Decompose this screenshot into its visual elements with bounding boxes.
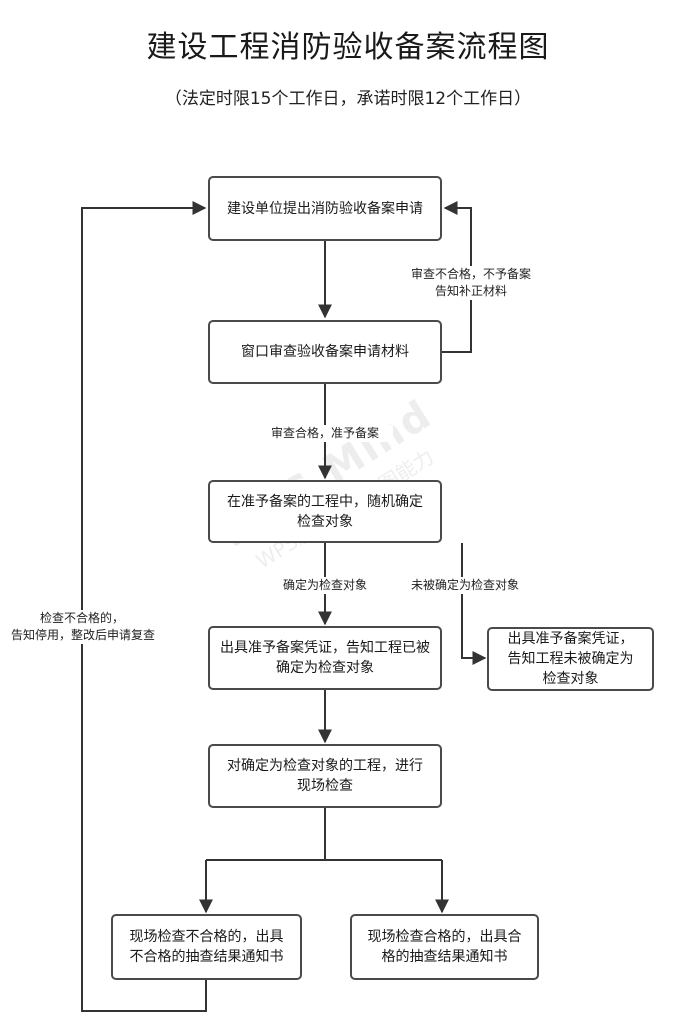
label-review-fail-1: 审查不合格，不予备案 [404,266,538,283]
page-subtitle: （法定时限15个工作日，承诺时限12个工作日） [164,89,532,109]
node-cert-not-selected: 出具准予备案凭证，告知工程未被确定为检查对象 [487,627,654,691]
label-review-pass: 审查合格，准予备案 [257,425,393,442]
node-pass-notice: 现场检查合格的，出具合格的抽查结果通知书 [350,914,539,980]
node-cert-selected: 出具准予备案凭证，告知工程已被确定为检查对象 [208,626,442,690]
edge-random-to-not-selected [461,543,487,665]
label-not-selected: 未被确定为检查对象 [404,577,526,594]
page-title: 建设工程消防验收备案流程图 [146,30,550,65]
node-fail-notice: 现场检查不合格的，出具不合格的抽查结果通知书 [111,914,302,980]
edge-fail-loop [81,201,207,1012]
label-inspect-fail-2: 告知停用，整改后申请复查 [8,627,158,644]
label-inspect-fail-1: 检查不合格的， [20,610,144,627]
label-selected: 确定为检查对象 [276,577,374,594]
node-window-review: 窗口审查验收备案申请材料 [208,320,442,384]
node-apply: 建设单位提出消防验收备案申请 [208,176,442,241]
label-review-fail-2: 告知补正材料 [404,283,538,300]
edge-inspection-split [206,808,326,861]
node-random-pick: 在准予备案的工程中，随机确定检查对象 [208,480,442,543]
node-site-inspection: 对确定为检查对象的工程，进行现场检查 [208,744,442,808]
